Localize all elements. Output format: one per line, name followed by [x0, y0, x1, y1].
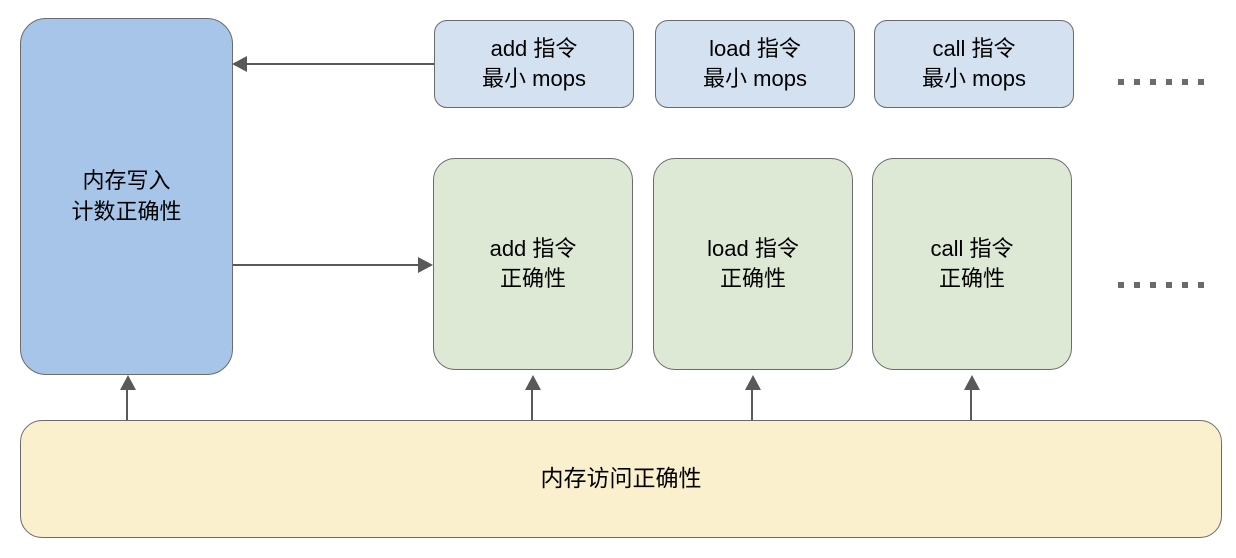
arrow-up-icon: [120, 375, 136, 390]
node-call-correctness[interactable]: call 指令 正确性: [872, 158, 1072, 370]
node-label-line2: 计数正确性: [71, 198, 182, 224]
ellipsis-dot: [1134, 79, 1140, 85]
node-label: 内存访问正确性: [540, 465, 702, 492]
arrow-left-icon: [232, 56, 247, 72]
node-label-line1: 内存写入: [82, 168, 171, 194]
node-label-line2: 最小 mops: [703, 66, 807, 91]
connector-base-to-call-correctness: [970, 390, 973, 420]
node-label-line1: add 指令: [489, 235, 577, 261]
node-memory-write-count-correctness[interactable]: 内存写入 计数正确性: [20, 18, 233, 375]
connector-base-to-add-correctness: [531, 390, 534, 420]
node-label-line2: 正确性: [499, 266, 566, 291]
ellipsis-dot: [1166, 79, 1172, 85]
connector-memory-write-to-correctness: [233, 264, 419, 267]
node-label-line1: call 指令: [932, 35, 1016, 61]
connector-mops-to-memory-write: [246, 63, 434, 66]
ellipsis-dot: [1198, 282, 1204, 288]
ellipsis-dot: [1166, 282, 1172, 288]
arrow-up-icon: [745, 375, 761, 390]
node-label-line1: load 指令: [709, 35, 801, 61]
ellipsis-dot: [1150, 282, 1156, 288]
arrow-right-icon: [418, 257, 433, 273]
node-call-min-mops[interactable]: call 指令 最小 mops: [874, 20, 1074, 108]
node-label-line1: load 指令: [707, 235, 799, 261]
ellipsis-correctness-row: [1118, 282, 1204, 288]
node-label-line2: 正确性: [938, 266, 1005, 291]
node-load-correctness[interactable]: load 指令 正确性: [653, 158, 853, 370]
ellipsis-dot: [1182, 282, 1188, 288]
ellipsis-mops-row: [1118, 79, 1204, 85]
connector-base-to-memory-write: [126, 390, 129, 420]
ellipsis-dot: [1118, 282, 1124, 288]
node-load-min-mops[interactable]: load 指令 最小 mops: [655, 20, 855, 108]
node-label-line1: add 指令: [490, 35, 578, 61]
node-label-line2: 最小 mops: [482, 66, 586, 91]
node-label-line2: 最小 mops: [922, 66, 1026, 91]
node-label-line2: 正确性: [719, 266, 786, 291]
node-memory-access-correctness[interactable]: 内存访问正确性: [20, 420, 1222, 538]
arrow-up-icon: [525, 375, 541, 390]
connector-base-to-load-correctness: [751, 390, 754, 420]
ellipsis-dot: [1182, 79, 1188, 85]
node-add-min-mops[interactable]: add 指令 最小 mops: [434, 20, 634, 108]
ellipsis-dot: [1150, 79, 1156, 85]
node-label-line1: call 指令: [930, 235, 1014, 261]
ellipsis-dot: [1198, 79, 1204, 85]
ellipsis-dot: [1134, 282, 1140, 288]
arrow-up-icon: [964, 375, 980, 390]
node-add-correctness[interactable]: add 指令 正确性: [433, 158, 633, 370]
ellipsis-dot: [1118, 79, 1124, 85]
